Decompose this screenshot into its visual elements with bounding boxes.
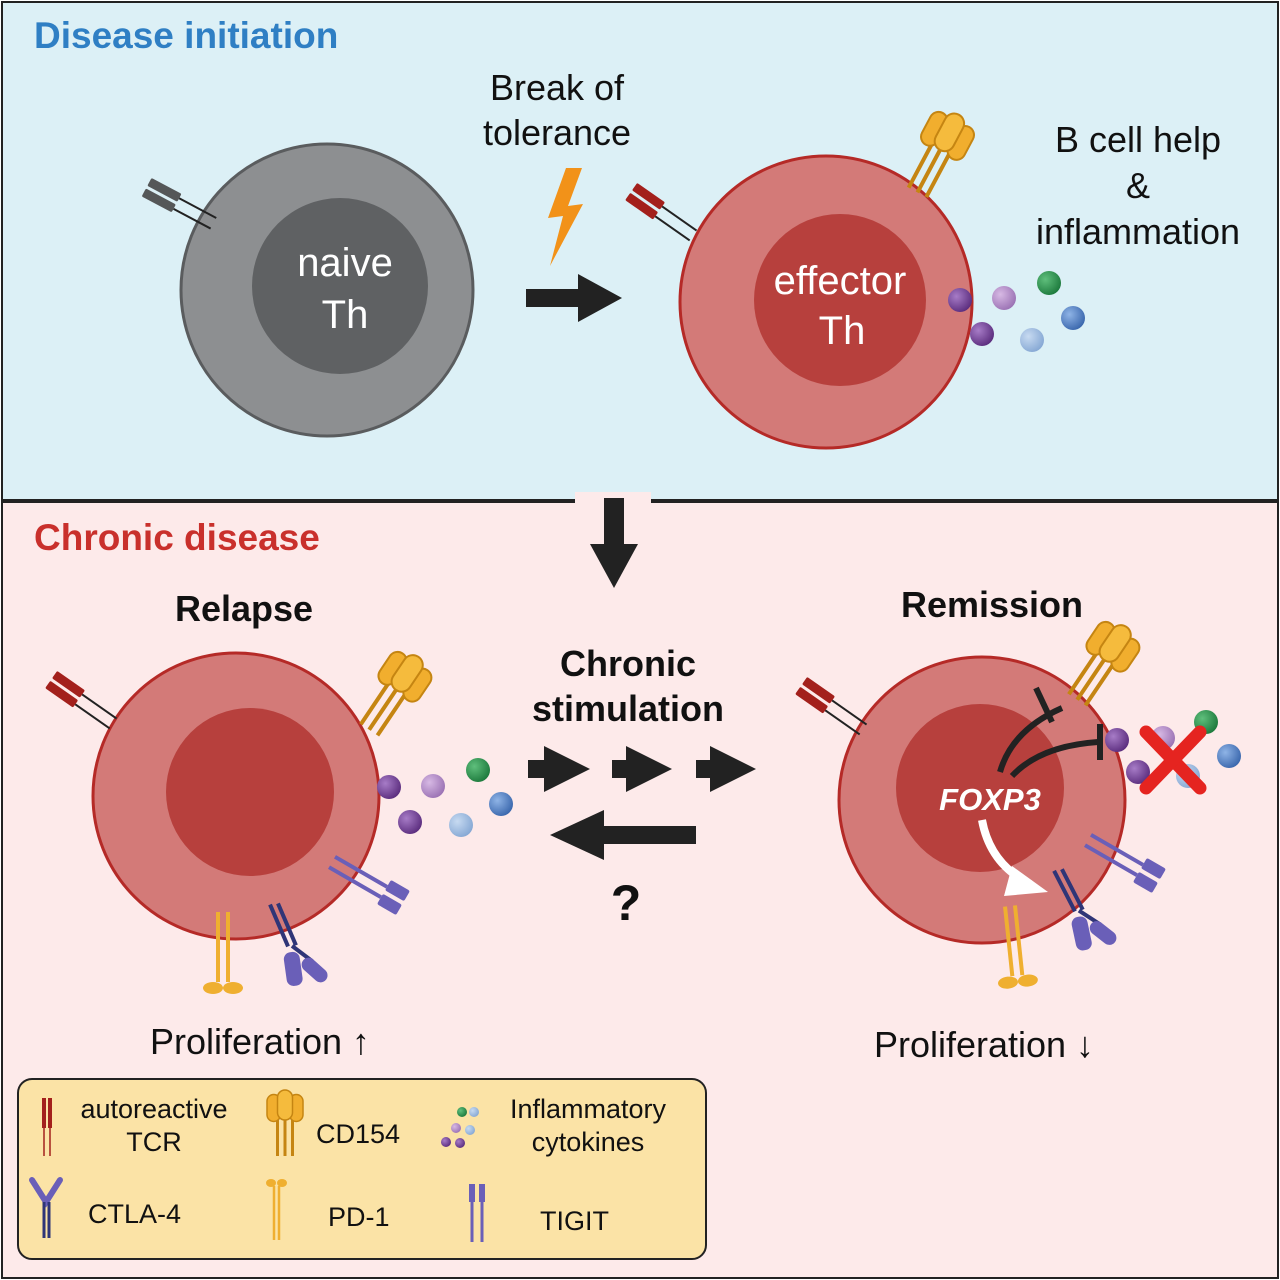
legend-tigit-icon <box>469 1184 485 1242</box>
red-cross-icon <box>1139 725 1207 795</box>
legend-cytokines-line2: cytokines <box>532 1127 645 1157</box>
legend-pd1-label: PD-1 <box>328 1202 390 1232</box>
foxp3-label: FOXP3 <box>939 782 1041 817</box>
remission-label: Remission <box>901 584 1083 625</box>
legend-ctla4-label: CTLA-4 <box>88 1199 181 1229</box>
effector-cytokines <box>948 271 1085 352</box>
remission-cytokines <box>1105 710 1241 795</box>
stimulation-label-line2: stimulation <box>532 688 724 729</box>
remission-cell: FOXP3 <box>794 611 1169 992</box>
remission-proliferation-label: Proliferation ↓ <box>874 1024 1094 1065</box>
legend-tigit-label: TIGIT <box>540 1206 609 1236</box>
legend-tcr-line2: TCR <box>126 1127 182 1157</box>
outcome-label-line3: inflammation <box>1036 211 1240 252</box>
relapse-cytokines <box>377 758 513 837</box>
legend-cytokines-line1: Inflammatory <box>510 1094 667 1124</box>
legend-cytokines-icon <box>441 1107 479 1148</box>
relapse-cell <box>44 641 441 996</box>
lightning-bolt-icon <box>548 168 583 266</box>
chronic-disease-title: Chronic disease <box>34 517 320 558</box>
legend-ctla4-icon <box>29 1177 63 1238</box>
effector-label-line1: effector <box>774 259 907 303</box>
legend: autoreactive TCR CD154 Inflammatory cyto… <box>17 1078 707 1260</box>
legend-pd1-icon <box>266 1179 287 1240</box>
forward-arrows <box>528 746 756 792</box>
inhibition-icon-cd154 <box>997 705 1064 773</box>
legend-tcr-icon <box>42 1098 52 1156</box>
activation-arrow <box>526 274 622 322</box>
effector-label-line2: Th <box>819 309 866 353</box>
naive-label-line2: Th <box>322 293 369 337</box>
trigger-label-line1: Break of <box>490 67 625 108</box>
reverse-arrow <box>550 810 696 860</box>
naive-th-cell: naive Th <box>140 142 475 438</box>
outcome-label-line2: & <box>1126 165 1150 206</box>
question-mark: ? <box>611 875 642 931</box>
legend-tcr-line1: autoreactive <box>80 1094 227 1124</box>
legend-cd154-label: CD154 <box>316 1119 400 1149</box>
inhibition-icon-cytokines <box>1009 739 1099 779</box>
relapse-label: Relapse <box>175 588 313 629</box>
trigger-label-line2: tolerance <box>483 112 631 153</box>
effector-th-cell: effector Th <box>624 103 980 450</box>
relapse-proliferation-label: Proliferation ↑ <box>150 1021 370 1062</box>
transition-arrow <box>575 492 651 588</box>
disease-initiation-title: Disease initiation <box>34 15 338 56</box>
naive-label-line1: naive <box>297 241 393 285</box>
outcome-label-line1: B cell help <box>1055 119 1221 160</box>
stimulation-label-line1: Chronic <box>560 643 696 684</box>
